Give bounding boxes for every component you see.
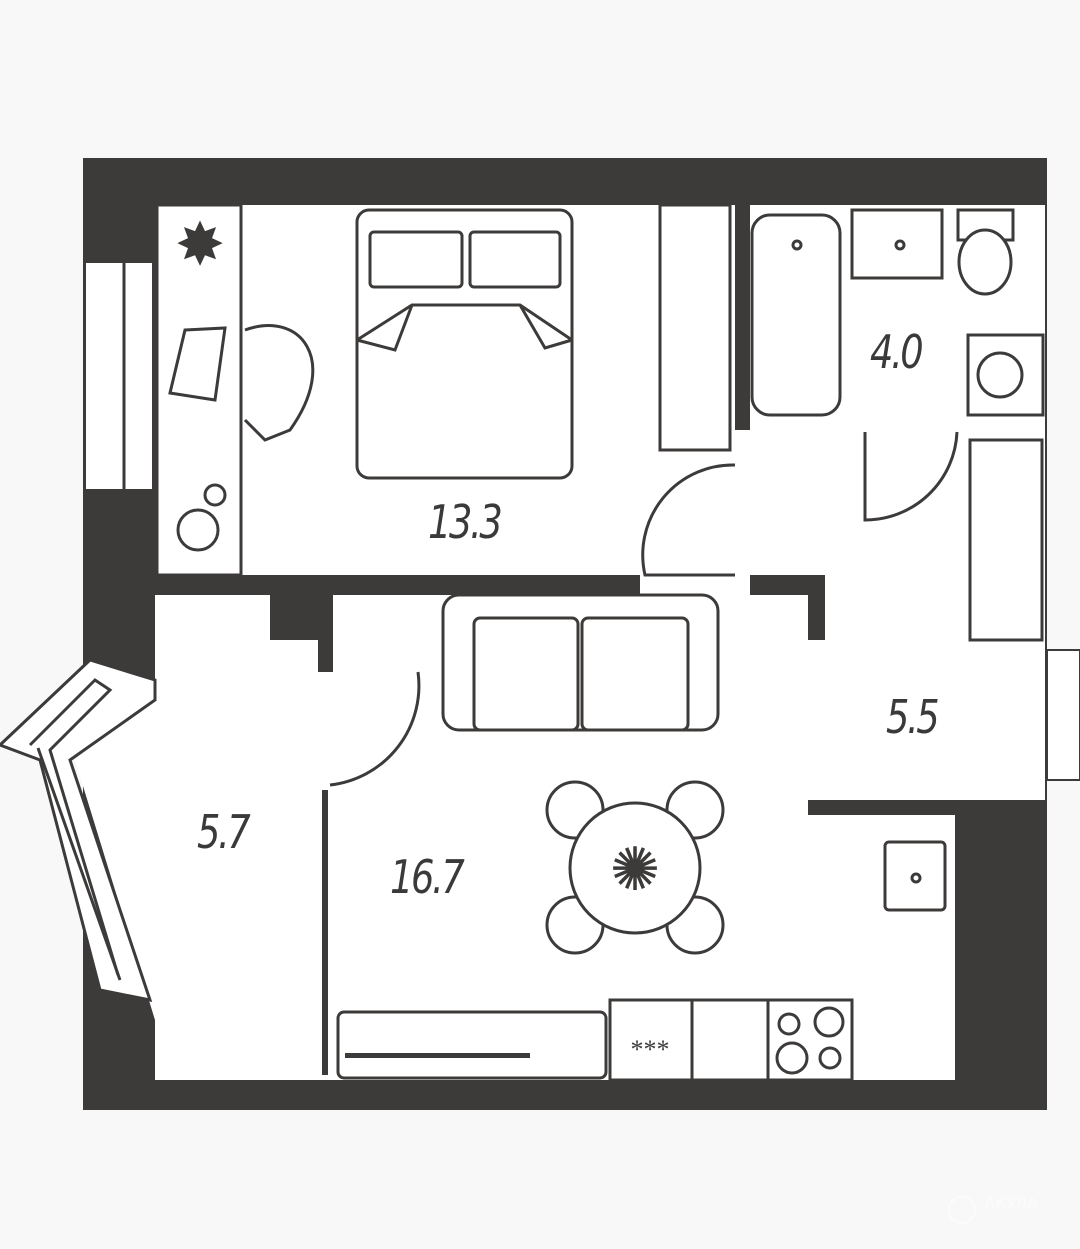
watermark-logo-icon [948,1196,976,1224]
book-icon [168,326,227,402]
watermark: АКУЛА [985,1196,1039,1212]
bedroom-window [84,261,154,491]
wardrobe-bedroom [658,203,732,452]
bathtub [750,213,842,417]
hallway-floor [735,430,1045,800]
washing-machine [966,333,1045,417]
kitchen-sink [883,840,947,912]
living-kitchen-area-label: 16.7 [390,850,465,904]
wardrobe-hallway [968,438,1044,642]
pillow [368,230,464,289]
bathroom-area-label: 4.0 [870,325,924,379]
loggia-floor [75,595,333,1080]
bedroom-door [641,463,736,577]
plant-icon: ✸ [175,212,225,278]
fridge [608,998,694,1082]
pillow [468,230,562,289]
hallway-window [1046,649,1080,781]
loggia-door [329,671,421,787]
loggia-area-label: 5.7 [197,805,251,859]
hallway-area-label: 5.5 [886,690,940,744]
counter [690,998,770,1082]
bay-window [0,658,157,1002]
stove [766,998,854,1082]
lamp-icon [176,508,220,552]
tv-console [336,1010,608,1080]
dining-table [568,801,702,935]
chair-icon [243,324,315,442]
bathroom-door [863,431,959,522]
bedroom-area-label: 13.3 [428,495,503,549]
snowflake-icon: *** [631,1035,670,1064]
flower-icon: ✺ [610,837,660,903]
